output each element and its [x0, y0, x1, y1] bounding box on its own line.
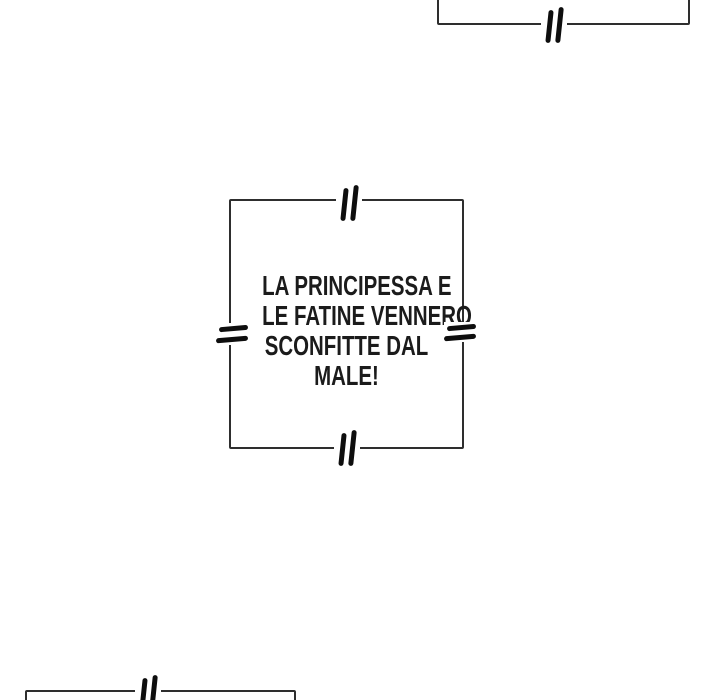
- double-tick-icon: [443, 322, 477, 342]
- caption-box-bottom-partial: [25, 674, 296, 700]
- double-tick-icon: [336, 184, 362, 222]
- double-tick-icon: [215, 323, 249, 345]
- double-tick-icon: [135, 674, 161, 700]
- double-tick-icon: [541, 6, 567, 44]
- caption-text: LA PRINCIPESSA E LE FATINE VENNERO SCONF…: [262, 270, 472, 391]
- caption-box-main: LA PRINCIPESSA E LE FATINE VENNERO SCONF…: [215, 184, 477, 467]
- caption-line: LE FATINE VENNERO: [262, 300, 472, 331]
- caption-line: LA PRINCIPESSA E: [262, 270, 452, 301]
- caption-line: SCONFITTE DAL: [264, 330, 429, 361]
- caption-box-top-partial: [437, 0, 690, 44]
- caption-line: MALE!: [314, 360, 379, 391]
- double-tick-icon: [334, 429, 360, 467]
